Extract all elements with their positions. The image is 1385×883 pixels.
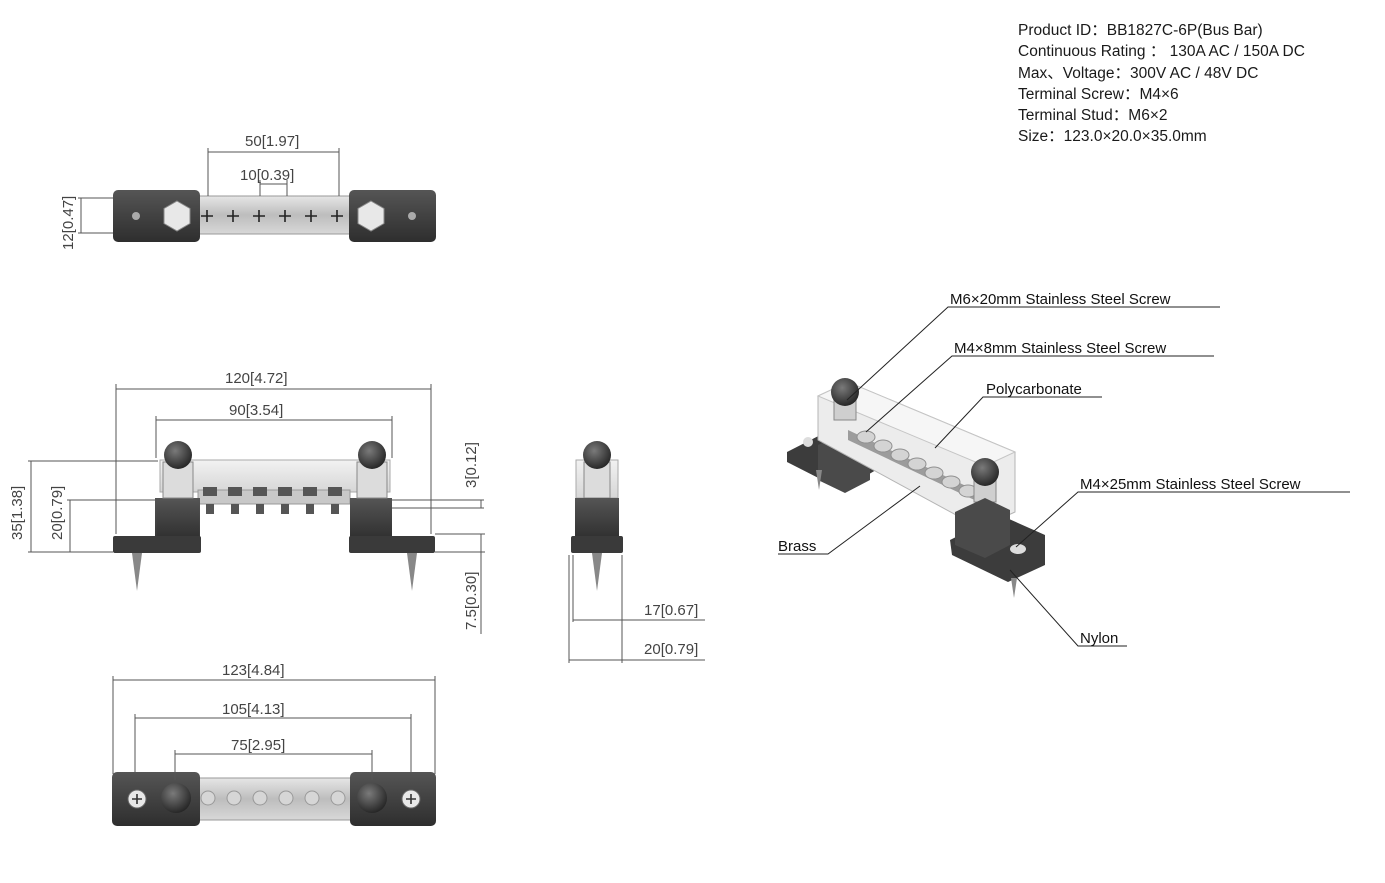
dim-bottom-overall: 123[4.84] [222,662,285,679]
spec-row-size: Size：123.0×20.0×35.0mm [1018,128,1207,146]
callout-nylon: Nylon [1080,630,1118,647]
dim-bottom-holes: 105[4.13] [222,701,285,718]
front-view: 120[4.72] 90[3.54] 35[1.38] 20[0.79] 3[0… [9,370,485,634]
spec-panel: Product ID：BB1827C-6P(Bus Bar) Continuou… [1018,20,1305,148]
side-view: 17[0.67] 20[0.79] [568,441,705,663]
spec-row-product-id: Product ID：BB1827C-6P(Bus Bar) [1018,22,1263,39]
isometric-view: M6×20mm Stainless Steel Screw M4×8mm Sta… [778,291,1350,647]
callout-brass: Brass [778,538,816,555]
dim-front-overall: 120[4.72] [225,370,288,387]
spec-row-continuous-rating: Continuous Rating ： 130A AC / 150A DC [1018,43,1305,61]
callout-m4-25-screw: M4×25mm Stainless Steel Screw [1080,476,1301,493]
spec-row-max-voltage: Max、Voltage：300V AC / 48V DC [1018,64,1259,82]
front-view-terminals [203,487,342,514]
dim-bottom-studs: 75[2.95] [231,737,285,754]
isometric-terminals [856,430,978,498]
dim-side-overall: 20[0.79] [644,641,698,658]
dim-front-bar-height: 20[0.79] [49,486,66,540]
dim-top-span: 50[1.97] [245,133,299,150]
dim-top-height: 12[0.47] [60,196,77,250]
callout-m4-8-screw: M4×8mm Stainless Steel Screw [954,340,1166,357]
dim-front-studs: 90[3.54] [229,402,283,419]
spec-row-terminal-stud: Terminal Stud：M6×2 [1018,107,1168,125]
callout-leaders [778,306,1350,647]
bottom-view-terminals [200,790,346,806]
dim-front-height: 35[1.38] [9,486,26,540]
callout-polycarbonate: Polycarbonate [986,381,1082,398]
dim-side-base: 17[0.67] [644,602,698,619]
top-view-screw-marks [201,210,343,222]
bottom-view: 123[4.84] 105[4.13] 75[2.95] [112,662,436,826]
top-view: 50[1.97] 10[0.39] 12[0.47] [60,133,436,250]
callout-m6-screw: M6×20mm Stainless Steel Screw [950,291,1171,308]
dim-top-pitch: 10[0.39] [240,167,294,184]
dim-front-bar-thickness: 3[0.12] [463,442,480,488]
spec-row-terminal-screw: Terminal Screw：M4×6 [1018,85,1179,103]
dim-front-screw: 7.5[0.30] [463,572,480,630]
